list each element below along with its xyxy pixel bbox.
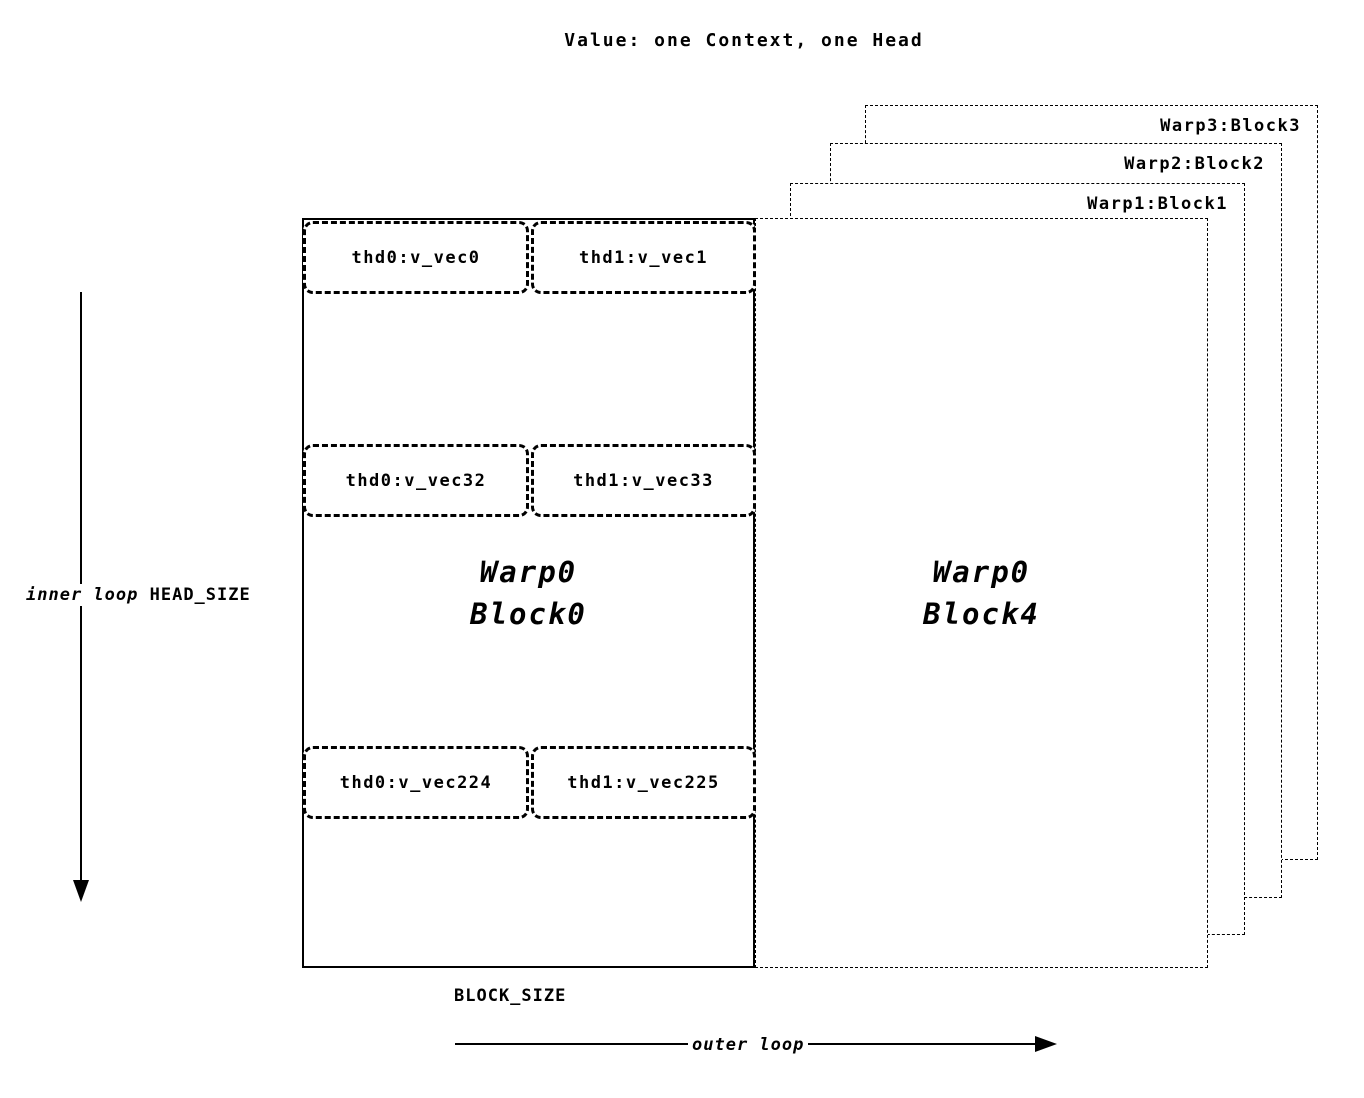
- vector-cell-thd1-v_vec33: thd1:v_vec33: [531, 444, 756, 517]
- block4-label-line2: Block4: [923, 597, 1040, 631]
- block-warp1-block1-label: Warp1:Block1: [1087, 194, 1228, 214]
- vector-cell-thd1-v_vec1: thd1:v_vec1: [531, 221, 756, 294]
- block-size-label: BLOCK_SIZE: [454, 986, 567, 1006]
- inner-loop-head-size-label: inner loop HEAD_SIZE: [22, 584, 255, 606]
- block4-label-line1: Warp0: [932, 554, 1031, 589]
- block-warp2-block2-label: Warp2:Block2: [1124, 154, 1265, 174]
- vector-cell-thd0-v_vec224: thd0:v_vec224: [303, 746, 529, 819]
- block-warp0-block4: Warp0 Block4: [755, 218, 1208, 968]
- block-warp0-block0: Warp0 Block0 thd0:v_vec0 thd1:v_vec1 thd…: [302, 218, 756, 968]
- inner-loop-label: inner loop: [26, 585, 139, 605]
- outer-loop-label: outer loop: [688, 1034, 809, 1056]
- block0-label-line2: Block0: [470, 597, 587, 631]
- vector-cell-thd0-v_vec0: thd0:v_vec0: [303, 221, 529, 294]
- vector-cell-thd1-v_vec225: thd1:v_vec225: [531, 746, 756, 819]
- block0-center-label: Warp0 Block0: [304, 220, 753, 966]
- block-warp3-block3-label: Warp3:Block3: [1160, 116, 1301, 136]
- block0-label-line1: Warp0: [479, 554, 578, 589]
- vector-cell-thd0-v_vec32: thd0:v_vec32: [303, 444, 529, 517]
- block4-center-label: Warp0 Block4: [756, 219, 1207, 967]
- diagram-title: Value: one Context, one Head: [564, 30, 924, 51]
- head-size-label: HEAD_SIZE: [149, 585, 251, 605]
